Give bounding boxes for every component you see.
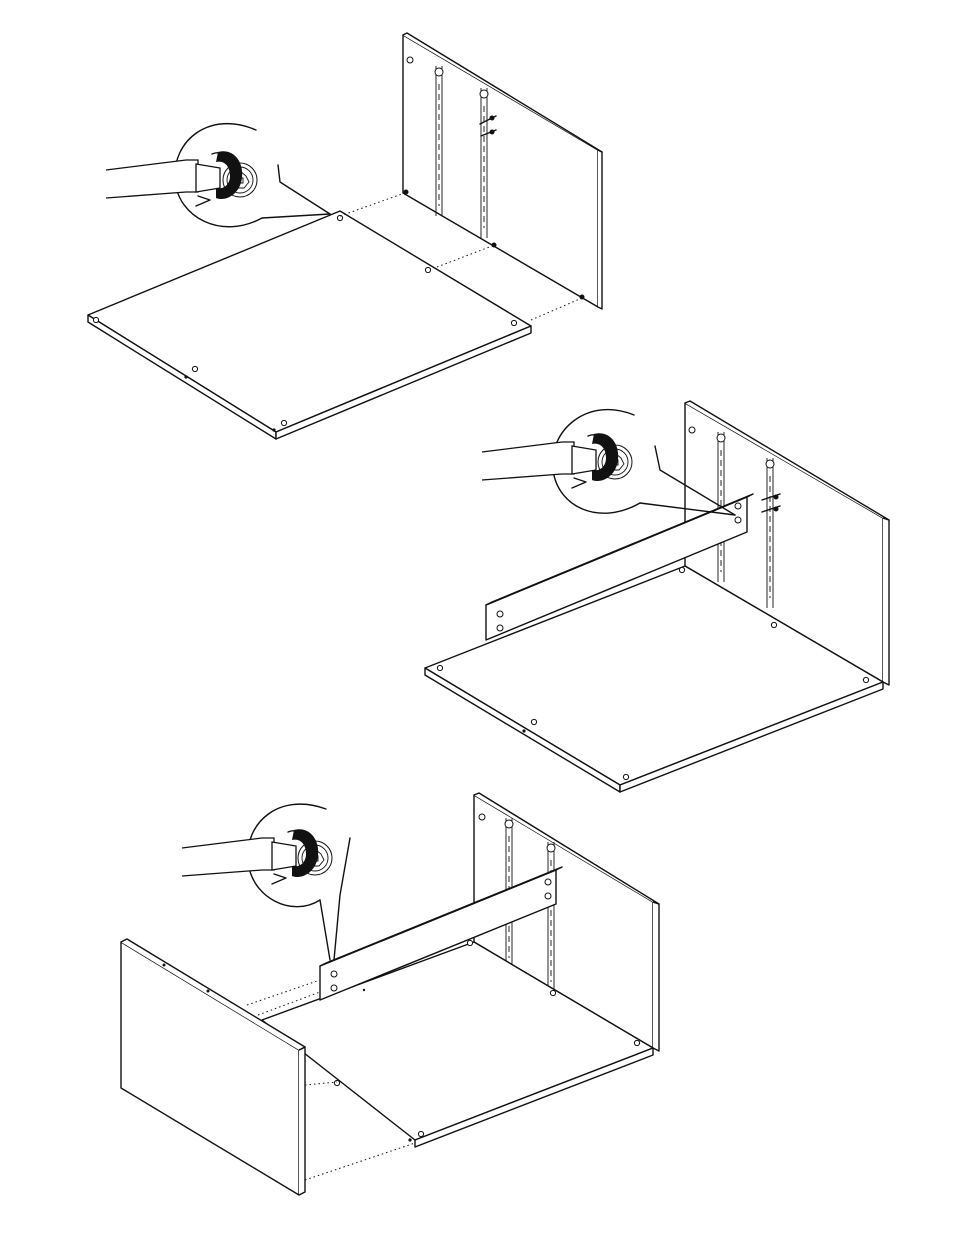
screwdriver-icon bbox=[106, 151, 242, 206]
bottom-panel bbox=[88, 211, 531, 439]
step-3-diagram bbox=[121, 793, 659, 1195]
step-1-diagram bbox=[88, 33, 602, 439]
magnifier-callout-icon bbox=[106, 124, 330, 227]
magnifier-callout-icon bbox=[182, 804, 350, 960]
side-panel bbox=[121, 939, 305, 1195]
step-2-diagram bbox=[425, 401, 889, 792]
